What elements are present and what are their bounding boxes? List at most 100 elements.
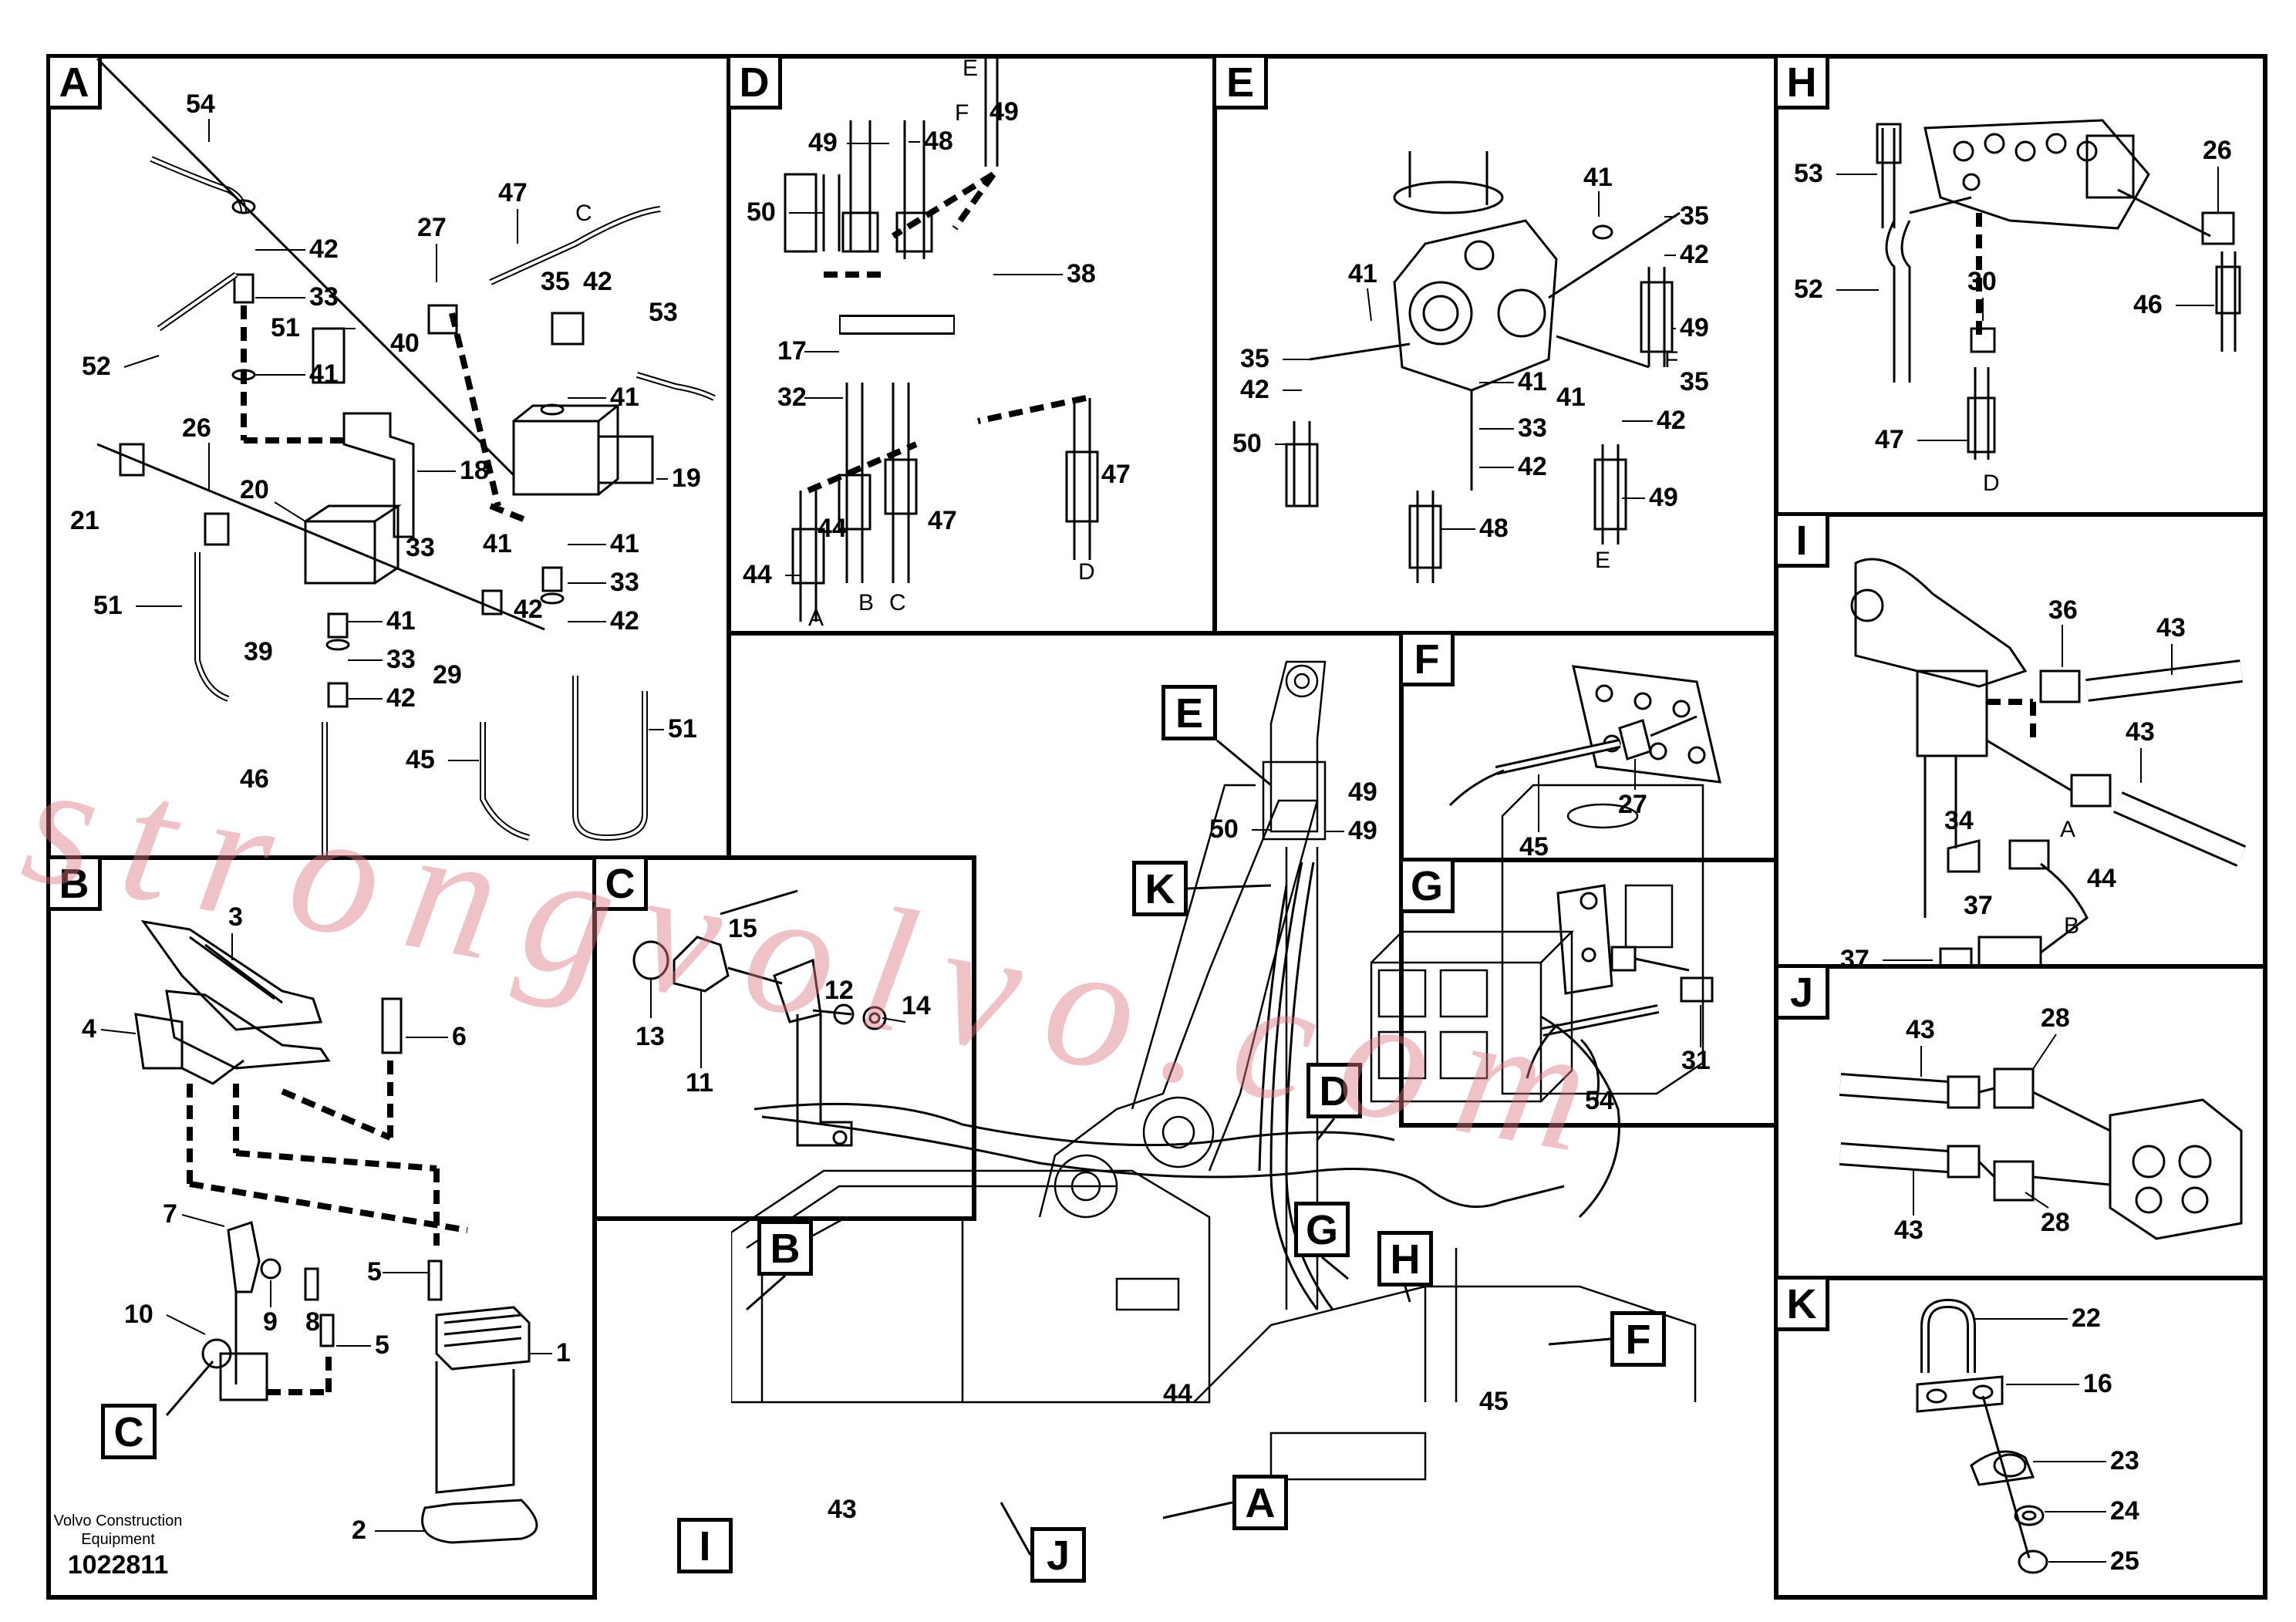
panel-j: J 43 28 43 28 <box>1774 964 2267 1280</box>
overview-callout-f: F <box>1610 1311 1666 1367</box>
panel-i-tag: I <box>1774 512 1829 568</box>
svg-text:A: A <box>808 605 824 631</box>
svg-text:5: 5 <box>367 1257 382 1286</box>
panel-i-drawing: 36 43 43 34 A 44 37 37 B <box>1840 558 2247 973</box>
svg-text:25: 25 <box>2110 1546 2139 1576</box>
overview-callout-i: I <box>677 1518 733 1573</box>
panel-d-drawing: E 49 F 49 48 50 38 17 32 47 44 47 44 A B… <box>743 59 1131 631</box>
panel-h-drawing: 53 26 52 30 46 47 D <box>1794 119 2241 496</box>
svg-text:B: B <box>2064 913 2079 939</box>
svg-text:41: 41 <box>1518 367 1547 396</box>
svg-text:42: 42 <box>514 595 543 624</box>
svg-text:45: 45 <box>406 745 435 774</box>
overview-drawing: 49 50 49 44 45 43 <box>731 660 1704 1524</box>
svg-text:41: 41 <box>483 529 512 558</box>
panel-a-drawing: 54 42 33 41 52 21 26 20 39 51 27 47 C 51… <box>70 59 716 861</box>
svg-text:51: 51 <box>271 313 300 342</box>
svg-text:20: 20 <box>240 475 269 504</box>
svg-text:C: C <box>889 590 906 615</box>
svg-text:41: 41 <box>1556 383 1586 412</box>
svg-text:F: F <box>955 100 969 126</box>
svg-text:D: D <box>1983 470 2000 496</box>
svg-text:E: E <box>963 59 978 81</box>
svg-text:C: C <box>575 201 592 226</box>
svg-text:11: 11 <box>686 1068 713 1098</box>
svg-text:51: 51 <box>93 591 123 620</box>
svg-text:49: 49 <box>1348 816 1377 845</box>
overview-callout-j: J <box>1030 1527 1086 1583</box>
svg-text:41: 41 <box>610 529 639 558</box>
svg-text:B: B <box>858 590 874 615</box>
panel-b-callout-c: C <box>101 1404 157 1459</box>
svg-text:42: 42 <box>1680 240 1709 269</box>
svg-text:43: 43 <box>828 1495 857 1524</box>
svg-text:44: 44 <box>2087 864 2116 893</box>
svg-text:49: 49 <box>1348 777 1377 807</box>
svg-text:26: 26 <box>182 413 211 443</box>
svg-text:49: 49 <box>1680 313 1709 342</box>
svg-text:33: 33 <box>386 645 416 674</box>
svg-text:33: 33 <box>309 282 339 312</box>
panel-k-tag: K <box>1774 1276 1829 1331</box>
panel-d: D E 49 F 49 <box>727 54 1217 636</box>
svg-text:41: 41 <box>610 383 639 412</box>
svg-text:47: 47 <box>498 178 528 207</box>
svg-text:42: 42 <box>1240 375 1269 404</box>
svg-text:24: 24 <box>2110 1496 2139 1526</box>
svg-text:35: 35 <box>1680 367 1709 396</box>
svg-text:43: 43 <box>1906 1015 1935 1044</box>
svg-text:D: D <box>1078 559 1095 585</box>
svg-text:23: 23 <box>2110 1446 2139 1475</box>
overview-callout-h: H <box>1377 1231 1433 1286</box>
panel-k-drawing: 22 16 23 24 25 <box>1916 1298 2139 1576</box>
panel-a: A <box>46 54 731 861</box>
svg-text:53: 53 <box>1794 159 1823 188</box>
svg-text:12: 12 <box>824 976 854 1005</box>
footer-company: Volvo Construction Equipment <box>37 1512 199 1549</box>
svg-text:44: 44 <box>1163 1379 1192 1408</box>
svg-text:35: 35 <box>541 267 570 296</box>
panel-g-drawing: 31 54 <box>1526 884 1714 1115</box>
panel-k: K 22 16 23 24 25 <box>1774 1276 2267 1600</box>
footer-company-line2: Equipment <box>81 1531 155 1548</box>
svg-text:42: 42 <box>1518 452 1547 481</box>
svg-text:41: 41 <box>386 606 416 636</box>
svg-text:30: 30 <box>1967 267 1997 296</box>
panel-f: F 27 45 <box>1399 631 1778 862</box>
svg-text:3: 3 <box>228 902 243 932</box>
panel-h-tag: H <box>1774 54 1829 110</box>
svg-text:49: 49 <box>990 97 1019 126</box>
panel-h: H 53 26 52 30 46 47 D <box>1774 54 2267 517</box>
svg-text:48: 48 <box>1479 514 1509 543</box>
svg-text:9: 9 <box>263 1307 278 1337</box>
overview-callout-a: A <box>1232 1475 1288 1530</box>
svg-text:53: 53 <box>649 298 678 327</box>
svg-text:50: 50 <box>1232 429 1262 458</box>
svg-text:50: 50 <box>747 197 776 227</box>
panel-c: C 15 12 14 13 11 <box>592 855 976 1221</box>
svg-text:42: 42 <box>386 683 416 713</box>
panel-c-tag: C <box>592 855 648 911</box>
svg-text:45: 45 <box>1519 832 1549 862</box>
svg-text:42: 42 <box>583 267 612 296</box>
svg-text:28: 28 <box>2041 1208 2070 1237</box>
svg-text:35: 35 <box>1240 344 1269 373</box>
overview-callout-e: E <box>1161 685 1217 740</box>
svg-text:48: 48 <box>924 126 953 156</box>
svg-text:43: 43 <box>2156 613 2186 642</box>
svg-text:38: 38 <box>1067 259 1096 288</box>
overview-callout-b: B <box>757 1220 813 1276</box>
svg-text:54: 54 <box>186 89 215 119</box>
svg-text:8: 8 <box>305 1307 320 1337</box>
svg-text:19: 19 <box>672 464 701 493</box>
svg-text:14: 14 <box>902 991 931 1020</box>
svg-text:26: 26 <box>2203 136 2232 165</box>
svg-text:35: 35 <box>1680 201 1709 231</box>
svg-text:27: 27 <box>1618 790 1647 819</box>
svg-text:45: 45 <box>1479 1387 1509 1416</box>
svg-text:41: 41 <box>1348 259 1377 288</box>
svg-text:16: 16 <box>2083 1369 2112 1398</box>
svg-text:F: F <box>1664 347 1678 373</box>
svg-text:41: 41 <box>1583 163 1613 192</box>
panel-e-tag: E <box>1212 54 1268 110</box>
